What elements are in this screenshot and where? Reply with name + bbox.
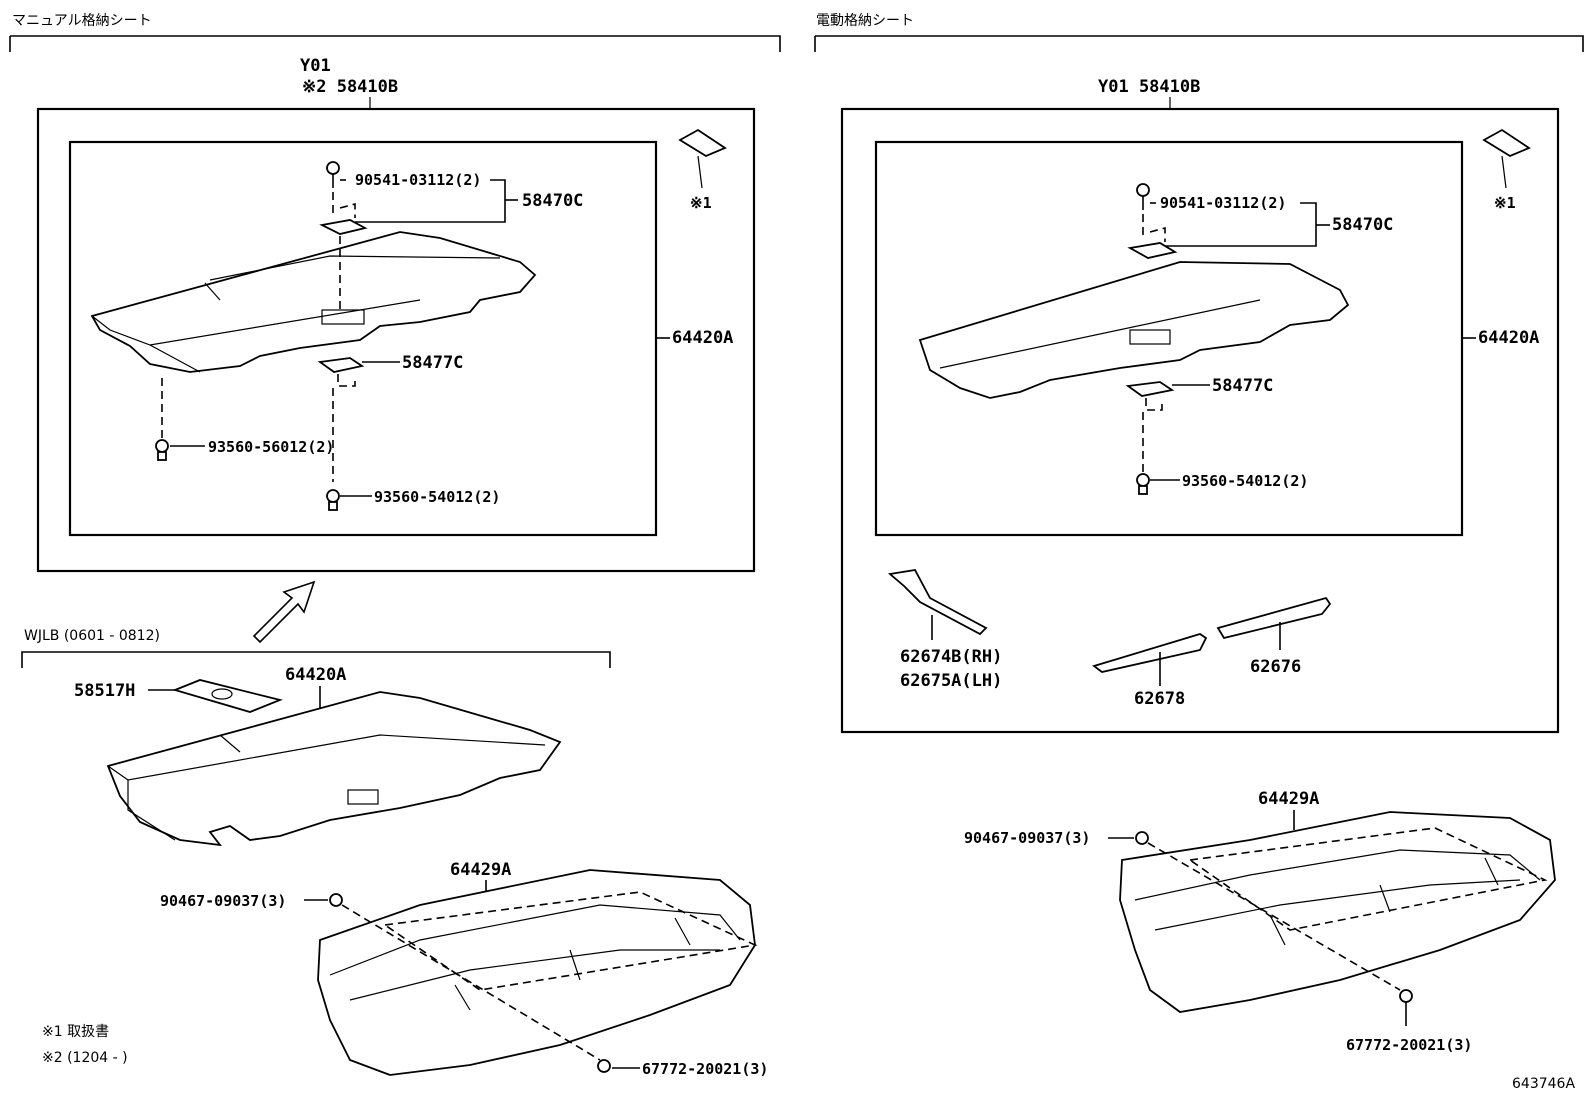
right-section-header: 電動格納シート [814,13,1584,52]
right-clip-label: 90467-09037(3) [964,829,1090,847]
variant-board-icon [106,691,562,847]
note2-text: ※2 (1204 - ) [42,1050,128,1066]
variant-board-label: 64420A [285,665,346,685]
right-strip-b-icon [1216,596,1332,640]
right-fastener-label: 67772-20021(3) [1346,1036,1472,1054]
left-section-title: マニュアル格納シート [12,13,152,29]
left-screw-b-label: 93560-54012(2) [374,488,500,506]
right-tray-icon [1119,811,1556,1013]
left-assembly-arrow [252,580,316,644]
right-group-c-label: 58470C [1332,215,1393,235]
left-assembly-group: Y01 ※2 58410B ※1 90541-03112(2) 5847 [36,56,756,573]
note1-text: ※1 取扱書 [42,1024,109,1040]
variant-cover-label: 58517H [74,681,135,701]
variant-cover-icon [172,679,283,713]
right-tray-label: 64429A [1258,789,1319,809]
variant-fastener-label: 67772-20021(3) [642,1060,768,1078]
right-fastener-icon [1399,989,1413,1003]
variant-tray-label: 64429A [450,860,511,880]
right-bracket-label: 58477C [1212,376,1273,396]
right-note1-label: ※1 [1494,194,1516,212]
right-strip-rh-label: 62674B(RH) [900,647,1002,667]
variant-clip-label: 90467-09037(3) [160,892,286,910]
left-note1-label: ※1 [690,194,712,212]
right-screw-b-label: 93560-54012(2) [1182,472,1308,490]
right-clip-icon [1135,831,1149,845]
right-strip-b-label: 62676 [1250,657,1301,677]
right-manual-card-icon [1482,128,1531,189]
left-bracket-icon [317,357,365,387]
left-section-header: マニュアル格納シート [9,13,781,52]
variant-clip-icon [329,893,343,907]
left-bracket-label: 58477C [402,353,463,373]
left-bolt-a-label: 90541-03112(2) [355,171,481,189]
variant-group: WJLB (0601 - 0812) 58517H 64420A 64429A … [21,628,768,1078]
left-bolt-top-icon [326,161,340,188]
right-clip-top-icon [1127,214,1178,259]
left-tonneau-board [90,231,537,373]
right-tray-group: 64429A 90467-09037(3) 67772-20021(3) [964,789,1556,1054]
right-strip-lh-label: 62675A(LH) [900,671,1002,691]
left-y01-label: Y01 [300,56,331,76]
manual-card-icon [678,128,727,189]
right-strip-a-icon [1092,633,1208,673]
left-screw-a-label: 93560-56012(2) [208,438,334,456]
left-board-label: 64420A [672,328,733,348]
right-screw-b-icon [1136,473,1150,495]
right-section-title: 電動格納シート [816,13,914,29]
left-group-c-label: 58470C [522,191,583,211]
right-strip-a-label: 62678 [1134,689,1185,709]
right-bolt-a-label: 90541-03112(2) [1160,194,1286,212]
right-bracket-icon [1125,381,1175,411]
right-board-label: 64420A [1478,328,1539,348]
left-screw-b-icon [326,489,340,511]
variant-tray-icon [317,869,758,1076]
right-bolt-top-icon [1136,183,1150,210]
left-assembly-label: ※2 58410B [302,77,398,97]
variant-label: WJLB (0601 - 0812) [24,628,160,644]
figure-id: 643746A [1512,1076,1575,1092]
left-screw-a-icon [155,439,169,461]
right-assembly-label: Y01 58410B [1098,77,1200,97]
right-tonneau-board [918,261,1350,399]
right-assembly-group: Y01 58410B ※1 90541-03112(2) 58470C 6442… [840,77,1560,734]
variant-fastener-icon [597,1059,611,1073]
left-outer-box [36,107,756,573]
right-outer-box [840,107,1560,734]
right-strip-rh-icon [887,569,988,636]
left-clip-top-icon [319,192,368,235]
